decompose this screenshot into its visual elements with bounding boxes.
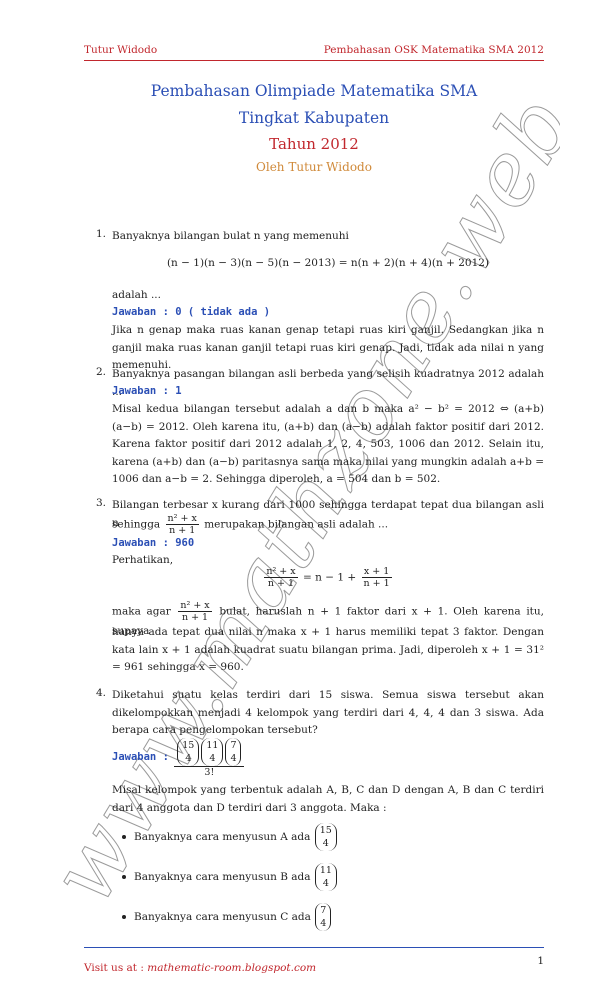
- q3-explain-rest: hanya ada tepat dua nilai n maka x + 1 h…: [112, 626, 544, 674]
- q3-fraction-1-den: n + 1: [169, 525, 196, 536]
- q4-bullet-a: Banyaknya cara menyusun A ada 15 4: [122, 823, 338, 851]
- q3-eq-frac-left-den: n + 1: [267, 578, 295, 589]
- q3-fraction-1: n² + x n + 1: [165, 513, 199, 536]
- doc-year: Tahun 2012: [269, 135, 359, 153]
- footer: Visit us at : mathematic-room.blogspot.c…: [84, 962, 316, 974]
- doc-subtitle: Tingkat Kabupaten: [238, 109, 390, 127]
- q1-after: adalah ...: [112, 289, 161, 301]
- q3-explain-frac-den: n + 1: [181, 612, 209, 623]
- q3-explain-post: bulat, haruslah n + 1 faktor dari x + 1.…: [112, 605, 545, 638]
- q4-bullet-c-bottom: 4: [320, 918, 327, 929]
- q1-number: 1.: [96, 228, 107, 240]
- q3-eq-mid: = n − 1 +: [302, 571, 357, 584]
- q3-question-b-pre: sehingga: [112, 518, 161, 531]
- q3-number: 3.: [96, 497, 107, 509]
- q4-binom-1-top: 15: [182, 740, 195, 751]
- q3-equation: n² + x n + 1 = n − 1 + x + 1 n + 1: [112, 566, 544, 589]
- q4-bullet-b: Banyaknya cara menyusun B ada 11 4: [122, 863, 338, 891]
- q3-eq-frac-left-num: n² + x: [264, 566, 298, 578]
- q4-bullet-b-binom: 11 4: [314, 863, 337, 891]
- q1-explanation: Jika n genap maka ruas kanan genap tetap…: [112, 324, 544, 372]
- q3-explain-frac: n² + x n + 1: [178, 600, 212, 623]
- q4-bullet-a-top: 15: [319, 825, 332, 836]
- q3-question-a: Bilangan terbesar x kurang dari 1000 seh…: [112, 499, 544, 529]
- q2-answer: Jawaban : 1: [112, 385, 182, 397]
- q4-number: 4.: [96, 687, 107, 699]
- header-doc-title: Pembahasan OSK Matematika SMA 2012: [323, 44, 544, 56]
- footer-prefix: Visit us at :: [84, 962, 144, 974]
- q4-binom-2-top: 11: [206, 740, 219, 751]
- q4-bullet-c-top: 7: [320, 905, 327, 916]
- q1-equation: (n − 1)(n − 3)(n − 5)(n − 2013) = n(n + …: [166, 257, 490, 269]
- bullet-dot-icon: [122, 915, 126, 919]
- q4-binom-1: 15 4: [177, 738, 200, 766]
- q1-question: Banyaknya bilangan bulat n yang memenuhi: [112, 230, 349, 242]
- bullet-dot-icon: [122, 875, 126, 879]
- q4-binom-2: 11 4: [201, 738, 224, 766]
- q3-question-b: sehingga n² + x n + 1 merupakan bilangan…: [112, 513, 544, 536]
- q4-bullet-a-text: Banyaknya cara menyusun A ada: [134, 831, 311, 843]
- q3-explain-frac-num: n² + x: [178, 600, 212, 612]
- q4-binom-3: 7 4: [225, 738, 242, 766]
- q3-fraction-1-num: n² + x: [165, 513, 199, 525]
- q4-answer-denominator: 3!: [204, 767, 215, 778]
- doc-title: Pembahasan Olimpiade Matematika SMA: [150, 82, 478, 100]
- q2-explanation: Misal kedua bilangan tersebut adalah a d…: [112, 403, 544, 486]
- q4-bullet-a-binom: 15 4: [314, 823, 337, 851]
- q3-question-b-post: merupakan bilangan asli adalah ...: [204, 518, 389, 531]
- q2-question: Banyaknya pasangan bilangan asli berbeda…: [112, 368, 544, 398]
- q1-answer: Jawaban : 0 ( tidak ada ): [112, 306, 271, 318]
- q4-bullet-b-text: Banyaknya cara menyusun B ada: [134, 871, 311, 883]
- q4-bullet-c: Banyaknya cara menyusun C ada 7 4: [122, 903, 332, 931]
- q3-answer: Jawaban : 960: [112, 537, 195, 549]
- q3-eq-frac-left: n² + x n + 1: [264, 566, 298, 589]
- q4-bullet-a-bottom: 4: [322, 838, 329, 849]
- q4-bullet-c-binom: 7 4: [315, 903, 332, 931]
- q4-answer-fraction: 15 4 11 4 7 4 3!: [174, 738, 245, 778]
- bullet-dot-icon: [122, 835, 126, 839]
- q4-binom-1-bottom: 4: [185, 753, 192, 764]
- q4-binom-3-top: 7: [230, 740, 237, 751]
- q4-answer-numerator: 15 4 11 4 7 4: [174, 738, 245, 767]
- q3-perhatikan: Perhatikan,: [112, 554, 174, 566]
- q4-question: Diketahui suatu kelas terdiri dari 15 si…: [112, 689, 544, 737]
- q3-eq-frac-right-num: x + 1: [361, 566, 392, 578]
- q2-number: 2.: [96, 366, 107, 378]
- q4-bullet-b-bottom: 4: [322, 878, 329, 889]
- q3-explain-pre: maka agar: [112, 605, 171, 618]
- footer-link[interactable]: mathematic-room.blogspot.com: [147, 962, 317, 974]
- footer-rule: [84, 947, 544, 948]
- q4-bullet-c-text: Banyaknya cara menyusun C ada: [134, 911, 311, 923]
- q3-explain-line: maka agar n² + x n + 1 bulat, haruslah n…: [112, 600, 544, 641]
- header-author: Tutur Widodo: [84, 44, 158, 56]
- q3-eq-frac-right-den: n + 1: [363, 578, 390, 589]
- q4-answer-label: Jawaban :: [112, 751, 169, 764]
- q4-explanation: Misal kelompok yang terbentuk adalah A, …: [112, 784, 544, 814]
- header-rule: [84, 60, 544, 61]
- page-number: 1: [537, 955, 544, 967]
- q4-bullet-b-top: 11: [319, 865, 332, 876]
- q4-answer: Jawaban : 15 4 11 4 7 4 3!: [112, 738, 544, 778]
- doc-author: Oleh Tutur Widodo: [256, 160, 372, 174]
- q4-binom-3-bottom: 4: [230, 753, 237, 764]
- q4-binom-2-bottom: 4: [209, 753, 216, 764]
- q3-eq-frac-right: x + 1 n + 1: [361, 566, 392, 589]
